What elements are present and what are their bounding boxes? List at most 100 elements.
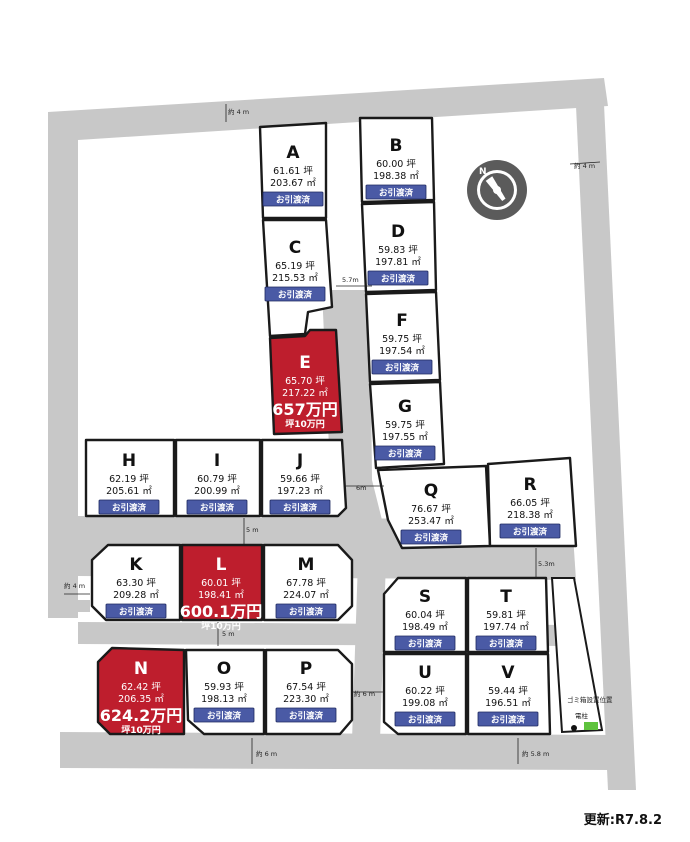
- lot-sqm: 197.54 ㎡: [379, 346, 425, 357]
- lot-f-shape: [364, 290, 442, 384]
- lot-letter: K: [129, 555, 143, 575]
- road-top: [48, 78, 608, 618]
- lot-letter: U: [418, 663, 432, 683]
- status-badge-label: お引渡済: [207, 711, 242, 722]
- lot-m-shape: [262, 543, 354, 622]
- status-badge: [269, 499, 331, 515]
- lot-letter: S: [419, 587, 431, 607]
- lot-letter: R: [523, 475, 536, 495]
- lot-letter: T: [500, 587, 512, 607]
- garbage-label: ゴミ箱設置位置: [567, 695, 613, 704]
- lot-sqm: 197.23 ㎡: [277, 486, 323, 497]
- status-badge: [262, 191, 324, 207]
- lot-l-shape[interactable]: [180, 543, 264, 622]
- compass-north-label: N: [479, 167, 487, 177]
- road-label-left: 約 4 m: [64, 581, 85, 590]
- lot-tsubo: 67.78 坪: [286, 577, 326, 589]
- road-dimensions: 約 4 m 約 4 m 5.7m 6m 5 m 5 m 約 4 m 5.3m 約…: [64, 104, 601, 764]
- pole-label: 電柱: [575, 711, 589, 720]
- lot-letter: M: [298, 555, 315, 575]
- lot-sqm: 197.81 ㎡: [375, 257, 421, 268]
- lot-b-shape: [358, 116, 436, 204]
- lot-tsubo: 66.05 坪: [510, 497, 550, 509]
- status-badge-label: お引渡済: [388, 449, 423, 460]
- status-badge: [394, 635, 456, 651]
- lot-letter: J: [296, 451, 303, 471]
- lot-sqm: 197.74 ㎡: [483, 622, 529, 633]
- status-badge-label: お引渡済: [385, 363, 420, 374]
- status-badge: [400, 529, 462, 545]
- lot-sqm: 253.47 ㎡: [408, 516, 454, 527]
- lot-tsubo: 61.61 坪: [273, 165, 313, 177]
- status-badge: [475, 635, 537, 651]
- lot-letter: H: [122, 451, 136, 471]
- status-badge-label: お引渡済: [379, 188, 414, 199]
- status-badge: [193, 707, 255, 723]
- lot-tsubo: 67.54 坪: [286, 681, 326, 693]
- lot-k-shape: [90, 543, 182, 622]
- road-label-top: 約 4 m: [228, 107, 249, 116]
- road-right: [576, 104, 636, 790]
- road-label-lo: 5 m: [222, 630, 235, 638]
- lot-tsubo: 76.67 坪: [411, 503, 451, 515]
- lot-d-shape: [360, 200, 438, 294]
- lot-sqm: 200.99 ㎡: [194, 486, 240, 497]
- status-badge-label: お引渡済: [414, 533, 449, 544]
- lot-tsubo: 60.04 坪: [405, 609, 445, 621]
- lot-sqm: 215.53 ㎡: [272, 273, 318, 284]
- lot-price-per-tsubo: 坪10万円: [285, 418, 325, 430]
- status-badge-label: お引渡済: [289, 607, 324, 618]
- status-badge-label: お引渡済: [278, 290, 313, 301]
- lot-i-shape: [174, 438, 262, 518]
- lot-letter: B: [390, 136, 403, 156]
- lot-price-per-tsubo: 坪10万円: [121, 724, 161, 736]
- lots-layer: [84, 116, 578, 736]
- lot-letter: L: [216, 555, 227, 575]
- lot-e-shape[interactable]: [268, 328, 344, 436]
- lot-sqm: 203.67 ㎡: [270, 178, 316, 189]
- status-badge: [275, 707, 337, 723]
- lot-letter: E: [299, 353, 311, 373]
- road-left-bottom: [48, 600, 90, 618]
- status-badge: [499, 523, 561, 539]
- lot-letter: P: [300, 659, 312, 679]
- lot-letter: D: [391, 222, 405, 242]
- status-badge-label: お引渡済: [513, 527, 548, 538]
- lot-sqm: 198.13 ㎡: [201, 694, 247, 705]
- lot-tsubo: 59.75 坪: [382, 333, 422, 345]
- status-badge: [98, 499, 160, 515]
- lot-tsubo: 65.19 坪: [275, 260, 315, 272]
- status-badge-label: お引渡済: [276, 195, 311, 206]
- lot-letter: O: [217, 659, 231, 679]
- lot-tsubo: 65.70 坪: [285, 375, 325, 387]
- lot-letter: Q: [424, 481, 438, 501]
- lot-tsubo: 60.01 坪: [201, 577, 241, 589]
- lot-letter: F: [396, 311, 408, 331]
- lot-sqm: 223.30 ㎡: [283, 694, 329, 705]
- lot-n-shape[interactable]: [96, 646, 186, 736]
- lot-tsubo: 59.83 坪: [378, 244, 418, 256]
- lot-letter: C: [289, 238, 301, 258]
- lot-sqm: 196.51 ㎡: [485, 698, 531, 709]
- status-badge: [367, 270, 429, 286]
- status-badge-label: お引渡済: [381, 274, 416, 285]
- lot-tsubo: 60.00 坪: [376, 158, 416, 170]
